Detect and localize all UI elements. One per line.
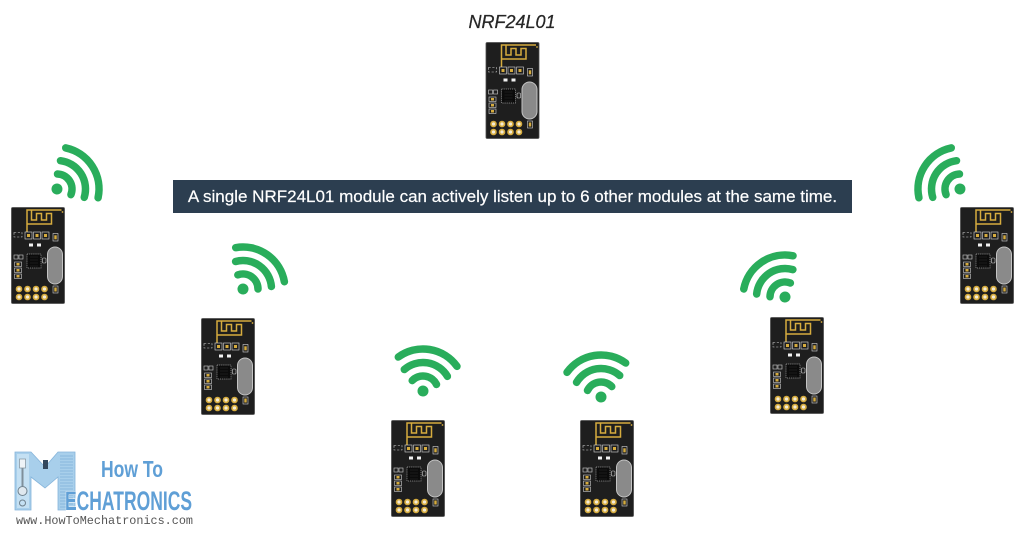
- nrf24l01-module-icon: [201, 318, 255, 415]
- nrf24l01-module-icon: [11, 207, 65, 304]
- peer-node-3: [392, 345, 459, 517]
- wifi-signal-icon: [909, 141, 981, 217]
- wifi-signal-icon: [36, 141, 108, 217]
- nrf24l01-module-icon: [580, 420, 634, 517]
- nrf24l01-module-icon: [485, 42, 540, 139]
- caption-text: A single NRF24L01 module can actively li…: [187, 187, 838, 206]
- central-node: [485, 42, 540, 139]
- peer-node-2: [201, 238, 292, 415]
- logo: How To ECHATRONICS www.HowToMechatronics…: [14, 451, 193, 528]
- wifi-signal-icon: [393, 345, 459, 401]
- peer-node-4: [565, 351, 633, 517]
- wifi-signal-icon: [565, 351, 631, 407]
- wifi-signal-icon: [216, 238, 292, 311]
- logo-echatronics: ECHATRONICS: [65, 486, 192, 516]
- logo-chip-icon: [43, 460, 48, 469]
- peer-node-6: [909, 141, 1014, 304]
- peer-node-5: [737, 246, 824, 414]
- nrf24l01-module-icon: [770, 317, 824, 414]
- diagram-title: NRF24L01: [468, 12, 556, 32]
- logo-url: www.HowToMechatronics.com: [16, 514, 193, 528]
- nrf24l01-module-icon: [391, 420, 445, 517]
- wifi-signal-icon: [737, 246, 813, 319]
- logo-how-to: How To: [101, 456, 163, 482]
- nrf24l01-module-icon: [960, 207, 1014, 304]
- caption-banner: A single NRF24L01 module can actively li…: [173, 180, 852, 213]
- logo-texture-lines: [60, 455, 73, 508]
- robot-arm-head: [19, 458, 26, 469]
- peer-node-1: [11, 141, 109, 304]
- logo-robot-arm-icon: [17, 458, 28, 507]
- robot-arm-joint: [17, 486, 28, 496]
- logo-building-texture: [60, 455, 73, 508]
- robot-arm-base: [19, 499, 26, 507]
